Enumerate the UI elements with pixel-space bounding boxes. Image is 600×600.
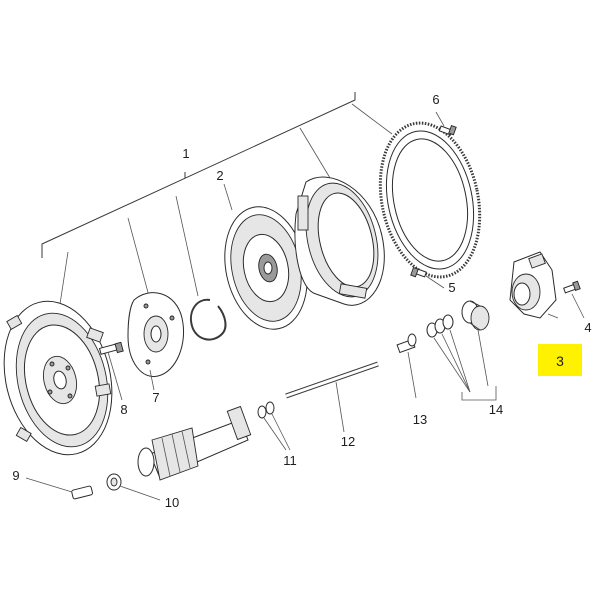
ring-gear: [378, 121, 482, 279]
callout-10: 10: [165, 495, 179, 510]
pressure-cover: [294, 176, 385, 306]
input-shaft: [137, 405, 252, 481]
bolt-5: [410, 266, 445, 289]
callout-7: 7: [152, 390, 159, 405]
callout-12: 12: [341, 434, 355, 449]
callout-3: 3: [556, 353, 564, 369]
bushing-10: [106, 473, 161, 501]
washers-14: [426, 314, 497, 401]
pin-9: [25, 477, 93, 500]
diaphragm-plate-7: [127, 292, 184, 391]
bolt-4: [563, 280, 585, 319]
bushing-sleeve: [461, 300, 490, 331]
callout-5: 5: [448, 280, 455, 295]
callout-14: 14: [489, 402, 503, 417]
pushrod-tip-13: [396, 333, 417, 399]
pressure-plate-assembly: [3, 300, 113, 456]
bolt-8: [98, 341, 124, 401]
callout-11: 11: [283, 453, 297, 468]
callout-9: 9: [12, 468, 19, 483]
bolt-6: [435, 111, 457, 136]
leader-3: [547, 313, 559, 319]
group-1-bracket: [41, 92, 393, 331]
pushrod-12: [285, 361, 379, 433]
callout-4: 4: [584, 320, 591, 335]
callout-13: 13: [413, 412, 427, 427]
callout-2: 2: [216, 168, 223, 183]
callout-6: 6: [432, 92, 439, 107]
release-bearing-3: [509, 251, 557, 319]
clutch-disc-2: [224, 206, 308, 330]
rings-11: [257, 401, 291, 451]
callout-1: 1: [182, 146, 189, 161]
snap-ring: [190, 298, 227, 341]
leader-2: [223, 183, 233, 211]
callout-8: 8: [120, 402, 127, 417]
highlight-box-part-3: [538, 344, 582, 376]
